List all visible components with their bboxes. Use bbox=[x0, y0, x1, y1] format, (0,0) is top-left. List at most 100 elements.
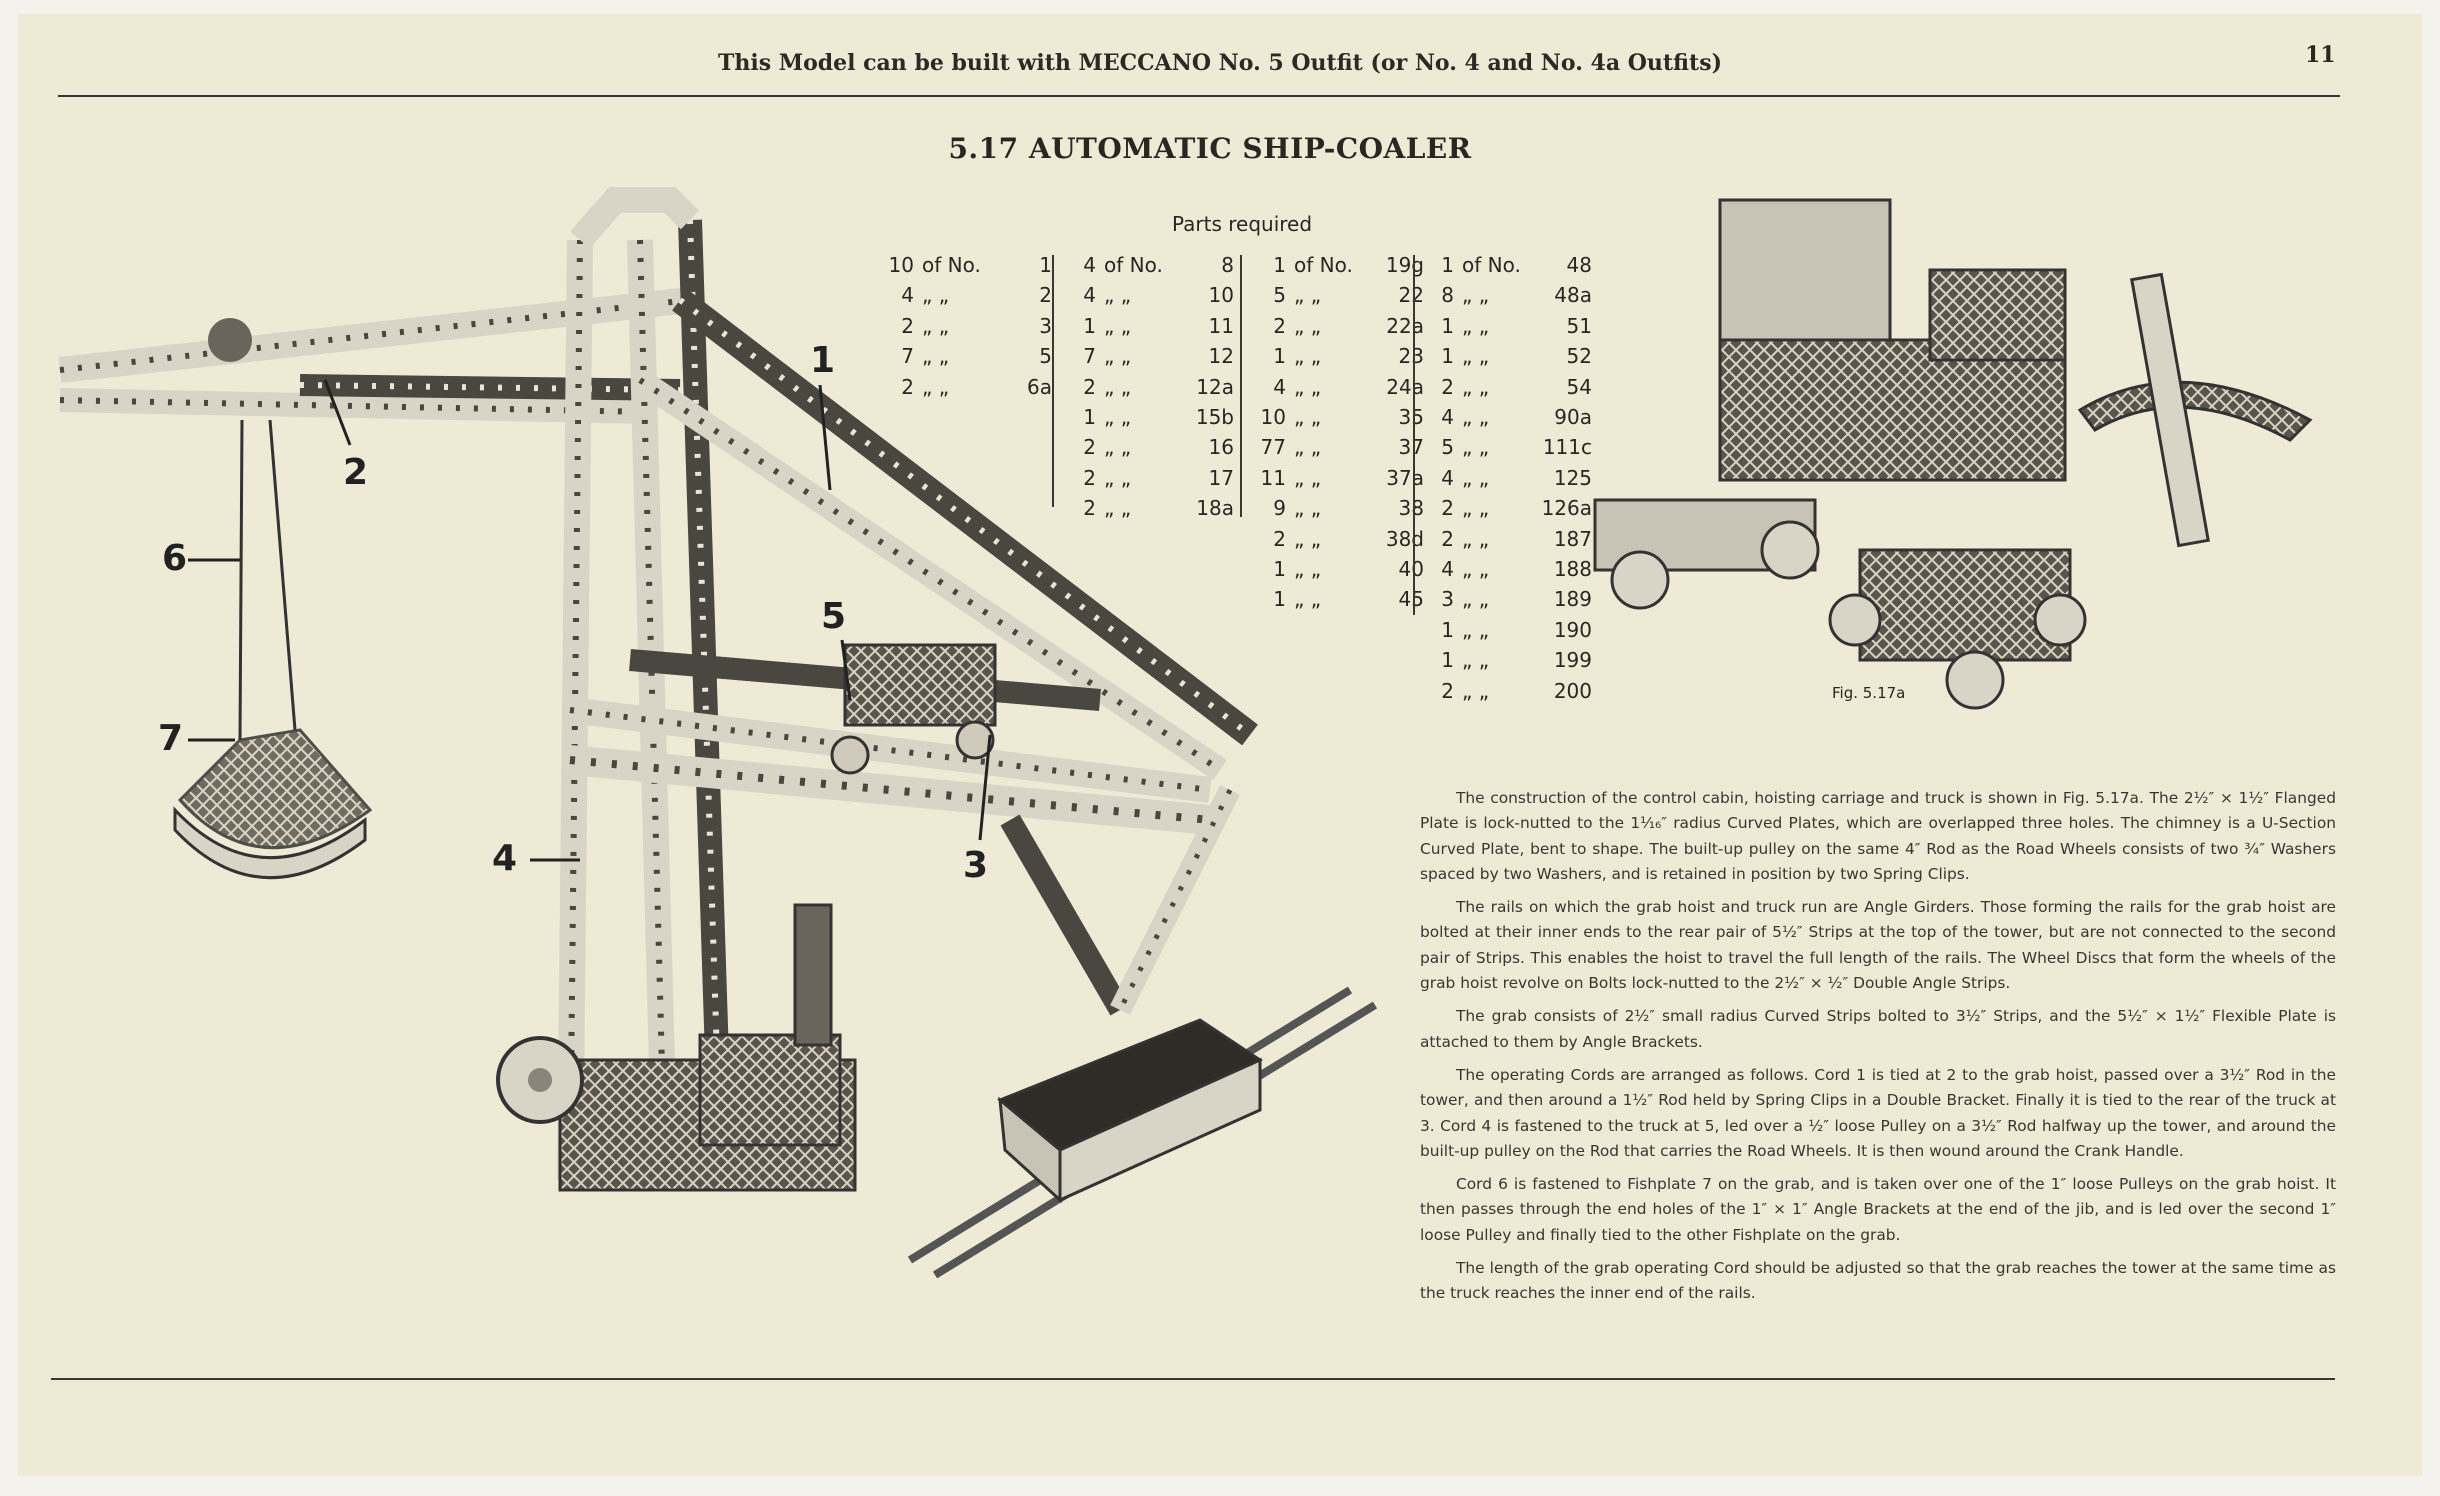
part-number: 45 bbox=[1398, 587, 1424, 612]
part-quantity: 4 bbox=[1441, 557, 1454, 582]
parts-row: 3 „ „ 189 bbox=[1420, 584, 1592, 614]
parts-row: 4„ „188 bbox=[1420, 554, 1592, 584]
part-quantity: 2 bbox=[1083, 465, 1096, 490]
page-number: 11 bbox=[2305, 42, 2336, 68]
part-number: 51 bbox=[1566, 313, 1592, 338]
part-number: 189 bbox=[1553, 587, 1592, 612]
part-quantity: 2 bbox=[1441, 678, 1454, 703]
instruction-paragraph: The rails on which the grab hoist and tr… bbox=[1420, 898, 2336, 993]
part-number: 199 bbox=[1553, 648, 1592, 673]
part-of-label: of No. bbox=[922, 253, 981, 277]
part-quantity: 5 bbox=[1441, 435, 1454, 460]
instruction-paragraph: Cord 6 is fastened to Fishplate 7 on the… bbox=[1420, 1175, 2336, 1244]
part-quantity: 2 bbox=[1273, 526, 1286, 551]
part-number: 37 bbox=[1398, 435, 1424, 460]
cabin bbox=[496, 903, 857, 1192]
part-of-label: „ „ bbox=[1104, 496, 1132, 521]
column-divider bbox=[1240, 255, 1242, 517]
parts-row: 2„ „12a bbox=[1062, 372, 1234, 402]
part-number: 3 bbox=[1039, 313, 1052, 338]
parts-row: 1„ „190 bbox=[1420, 615, 1592, 645]
part-number: 111c bbox=[1542, 435, 1592, 460]
callout-2: 2 bbox=[343, 452, 369, 493]
fig-5-17a-parts bbox=[1593, 198, 2313, 710]
part-quantity: 2 bbox=[1441, 526, 1454, 551]
part-of-label: „ „ bbox=[1462, 496, 1490, 521]
parts-row: 4„ „90a bbox=[1420, 402, 1592, 432]
part-number: 48a bbox=[1554, 283, 1592, 308]
parts-row: 2„ „187 bbox=[1420, 524, 1592, 554]
parts-row: 2„ „17 bbox=[1062, 463, 1234, 493]
part-of-label: „ „ bbox=[922, 374, 950, 399]
part-number: 8 bbox=[1221, 253, 1234, 277]
part-of-label: „ „ bbox=[1294, 496, 1322, 521]
part-number: 190 bbox=[1553, 617, 1592, 642]
part-quantity: 2 bbox=[1083, 496, 1096, 521]
part-number: 16 bbox=[1208, 435, 1234, 460]
column-divider bbox=[1413, 255, 1415, 615]
parts-row: 11 „ „ 37a bbox=[1252, 463, 1424, 493]
part-number: 24a bbox=[1386, 374, 1424, 399]
page bbox=[18, 14, 2422, 1476]
part-of-label: „ „ bbox=[1462, 678, 1490, 703]
parts-row: 1„ „199 bbox=[1420, 645, 1592, 675]
part-of-label: „ „ bbox=[1462, 313, 1490, 338]
part-of-label: „ „ bbox=[1462, 374, 1490, 399]
part-of-label: „ „ bbox=[922, 283, 950, 308]
part-number: 125 bbox=[1553, 465, 1592, 490]
part-of-label: „ „ bbox=[1462, 344, 1490, 369]
part-number: 187 bbox=[1553, 526, 1592, 551]
parts-row: 2„ „16 bbox=[1062, 432, 1234, 462]
parts-row: 2„ „3 bbox=[880, 311, 1052, 341]
part-number: 54 bbox=[1566, 374, 1592, 399]
part-quantity: 1 bbox=[1441, 313, 1454, 338]
part-of-label: „ „ bbox=[1104, 435, 1132, 460]
part-number: 48 bbox=[1566, 253, 1592, 277]
part-number: 19g bbox=[1385, 253, 1424, 277]
part-quantity: 4 bbox=[1441, 405, 1454, 430]
part-of-label: „ „ bbox=[1294, 557, 1322, 582]
parts-row: 1„ „45 bbox=[1252, 584, 1424, 614]
part-number: 38 bbox=[1398, 496, 1424, 521]
part-quantity: 11 bbox=[1260, 465, 1286, 490]
part-quantity: 8 bbox=[1441, 283, 1454, 308]
instruction-paragraph: The operating Cords are arranged as foll… bbox=[1420, 1065, 2336, 1160]
part-quantity: 2 bbox=[1083, 374, 1096, 399]
parts-row: 77„ „37 bbox=[1252, 432, 1424, 462]
parts-row: 7„ „12 bbox=[1062, 341, 1234, 371]
part-of-label: „ „ bbox=[1462, 587, 1490, 612]
parts-row: 2„ „54 bbox=[1420, 372, 1592, 402]
part-number: 37a bbox=[1386, 465, 1424, 490]
parts-row: 4„ „10 bbox=[1062, 280, 1234, 310]
parts-row: 1„ „11 bbox=[1062, 311, 1234, 341]
callout-1: 1 bbox=[810, 340, 836, 381]
part-quantity: 1 bbox=[1441, 617, 1454, 642]
part-number: 40 bbox=[1398, 557, 1424, 582]
part-of-label: „ „ bbox=[1104, 374, 1132, 399]
boom bbox=[568, 289, 1258, 1016]
part-of-label: „ „ bbox=[1104, 283, 1132, 308]
part-number: 10 bbox=[1208, 283, 1234, 308]
part-quantity: 2 bbox=[901, 374, 914, 399]
part-number: 38d bbox=[1385, 526, 1424, 551]
parts-row: 4„ „2 bbox=[880, 280, 1052, 310]
part-number: 11 bbox=[1208, 313, 1234, 338]
part-of-label: „ „ bbox=[1294, 465, 1322, 490]
part-of-label: „ „ bbox=[1104, 344, 1132, 369]
part-quantity: 3 bbox=[1441, 587, 1454, 612]
parts-row: 2„ „22a bbox=[1252, 311, 1424, 341]
part-of-label: „ „ bbox=[1294, 283, 1322, 308]
parts-row: 1„ „23 bbox=[1252, 341, 1424, 371]
part-number: 23 bbox=[1398, 344, 1424, 369]
part-number: 22a bbox=[1386, 313, 1424, 338]
parts-title: Parts required bbox=[1171, 212, 1313, 236]
part-quantity: 2 bbox=[1441, 496, 1454, 521]
part-of-label: „ „ bbox=[1462, 465, 1490, 490]
part-number: 1 bbox=[1039, 253, 1052, 277]
